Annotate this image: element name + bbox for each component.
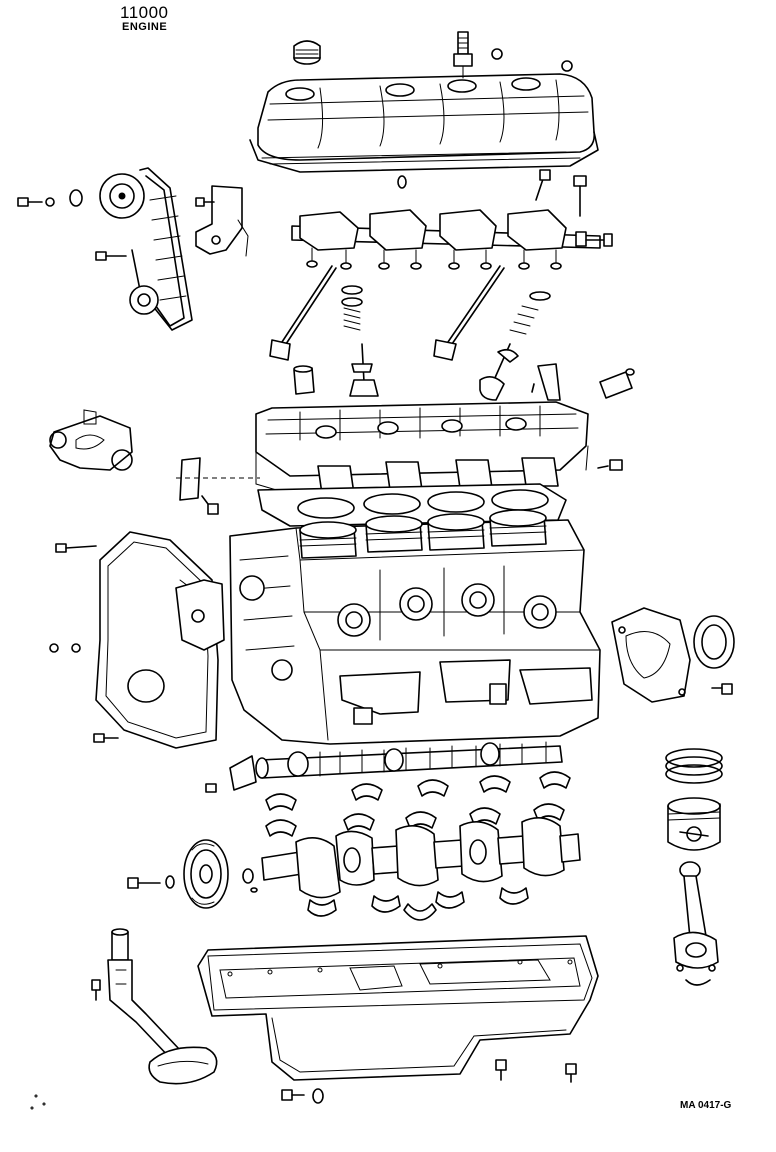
piston-rings [665, 748, 723, 784]
oil-pump-strainer [30, 928, 218, 1110]
timing-chain [99, 167, 193, 331]
spark-plug [453, 31, 473, 79]
grommet-small [491, 48, 573, 72]
group-code-label: 11000 [120, 3, 169, 22]
valve [349, 343, 519, 401]
push-rod [269, 265, 505, 361]
cylinder-head-cover [249, 73, 599, 173]
valve-spring [341, 285, 551, 335]
rocker-shaft-assembly [291, 209, 613, 270]
pistons-in-block [299, 509, 547, 559]
thrust-plate [205, 755, 257, 793]
camshaft [255, 741, 563, 779]
engine-title-label: ENGINE [122, 21, 168, 33]
connecting-rod [673, 861, 719, 986]
chain-tensioner [195, 185, 249, 257]
oil-pan [197, 935, 599, 1081]
cylinder-block [229, 519, 601, 745]
rear-oil-seal-retainer [611, 607, 691, 703]
timing-chain-cover [95, 531, 225, 749]
rear-oil-seal [693, 615, 735, 695]
valve-lifter [293, 363, 635, 401]
water-pump [49, 409, 133, 471]
drain-plug [281, 1059, 577, 1104]
timing-bolts [17, 189, 215, 261]
oil-filler-cap [293, 40, 321, 65]
crankshaft-pulley [127, 839, 258, 909]
cover-bolts [49, 543, 119, 743]
piston [667, 797, 721, 851]
cylinder-head [255, 401, 589, 495]
figure-code-label: MA 0417-G [680, 1100, 732, 1111]
head-bolts [176, 457, 623, 515]
crankshaft-bearing [265, 771, 571, 921]
rocker-bolts [397, 169, 587, 217]
crankshaft [261, 817, 581, 899]
